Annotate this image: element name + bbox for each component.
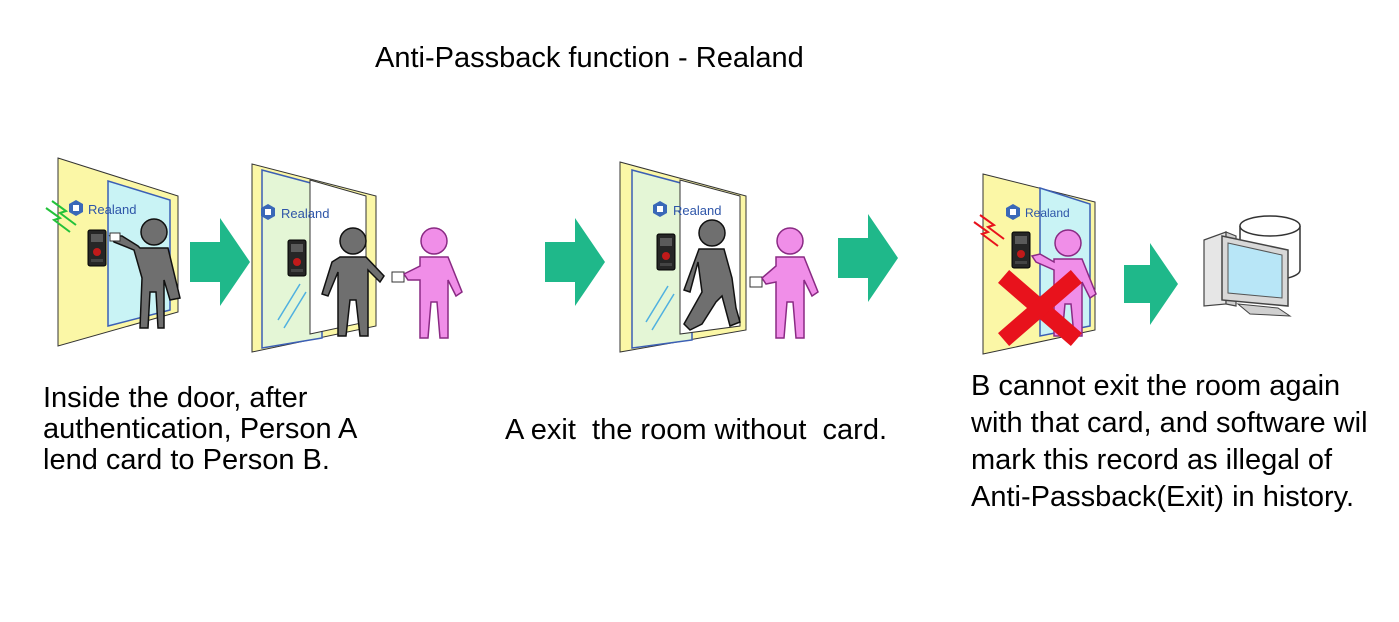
door-scene-2: Realand xyxy=(251,163,463,353)
fingerprint-reader-icon xyxy=(656,233,676,271)
logo-text: Realand xyxy=(673,203,721,218)
door-scene-1: Realand xyxy=(45,157,181,347)
door-scene-4: Realand xyxy=(973,173,1097,355)
logo-text: Realand xyxy=(281,206,329,221)
caption-line: B cannot exit the room again xyxy=(971,370,1341,402)
caption-line: authentication, Person A xyxy=(43,413,358,445)
caption-line: lend card to Person B. xyxy=(43,444,330,476)
step-2-caption: A exit the room without card. xyxy=(505,415,887,446)
logo-text: Realand xyxy=(1025,206,1070,220)
arrow-right-icon xyxy=(190,218,250,306)
caption-line: A exit the room without card. xyxy=(505,414,888,446)
reject-x-icon xyxy=(998,270,1082,346)
signal-icon xyxy=(45,200,77,233)
fingerprint-reader-icon xyxy=(1011,231,1031,269)
step-3-caption: B cannot exit the room again with that c… xyxy=(971,368,1368,516)
person-b-icon xyxy=(761,227,819,339)
caption-line: Anti-Passback(Exit) in history. xyxy=(971,481,1355,513)
person-icon xyxy=(108,218,181,329)
computer-icon xyxy=(1203,231,1292,317)
person-a-icon xyxy=(683,219,741,331)
step-1-caption: Inside the door, after authentication, P… xyxy=(43,383,357,476)
caption-line: Inside the door, after xyxy=(43,382,308,414)
signal-icon xyxy=(973,214,1005,247)
door-scene-3: Realand xyxy=(619,161,819,353)
fingerprint-reader-icon xyxy=(87,229,107,267)
page-title: Anti-Passback function - Realand xyxy=(375,42,804,74)
caption-line: with that card, and software wil xyxy=(971,407,1368,439)
fingerprint-reader-icon xyxy=(287,239,307,277)
person-b-icon xyxy=(402,227,463,339)
caption-line: mark this record as illegal of xyxy=(971,444,1333,476)
logo-text: Realand xyxy=(88,202,136,217)
arrow-right-icon xyxy=(1124,243,1178,325)
person-a-icon xyxy=(321,227,385,337)
arrow-right-icon xyxy=(545,218,605,306)
arrow-right-icon xyxy=(838,214,898,302)
